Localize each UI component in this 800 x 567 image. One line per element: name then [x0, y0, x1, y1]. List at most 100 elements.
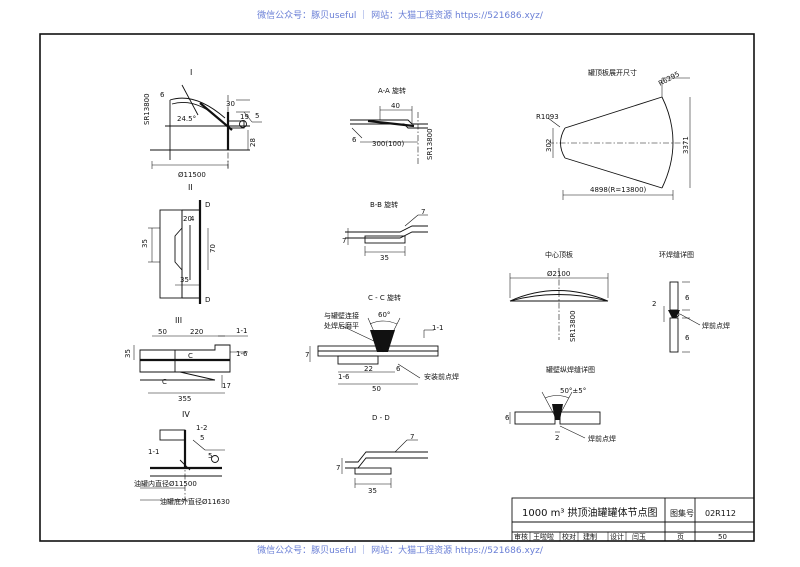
title-block: 1000 m³ 拱顶油罐罐体节点图 图集号 02R112 审核 王啦啦 校对 建…	[511, 497, 755, 542]
atlas-label: 图集号	[670, 508, 694, 518]
detail-III-cut-c2: C	[162, 378, 167, 386]
detail-III-label: III	[175, 316, 182, 325]
design-signature: 闫玉	[632, 533, 646, 541]
page-value: 50	[718, 533, 727, 541]
detail-III-dim-right: 17	[222, 382, 231, 390]
section-BB-weld: 7	[421, 208, 425, 216]
page-label: 页	[677, 533, 684, 541]
watermark-bottom: 微信公众号：豚贝useful ｜ 网站：大猫工程资源 https://52168…	[257, 546, 543, 556]
watermark-top: 微信公众号：豚贝useful ｜ 网站：大猫工程资源 https://52168…	[257, 11, 543, 21]
section-AA-radius: SR13800	[426, 128, 434, 160]
detail-IV-weld-a: 5	[200, 434, 204, 442]
detail-IV: IV 1-2 1-1 5 5 油罐内直径Ø11500 油罐底外直径Ø11630	[134, 410, 230, 506]
section-AA-dim-40: 40	[391, 102, 400, 110]
section-CC-ref: 1-1	[432, 324, 443, 332]
ring-weld-detail: 环焊缝详图 6 2 6 焊前点焊	[652, 250, 730, 353]
sheet-frame	[39, 33, 755, 542]
section-CC: C - C 旋转 60° 1-1 与罐壁连接 处焊后磨平 7 1-6 22 6 …	[305, 293, 459, 393]
detail-I-diameter: Ø11500	[178, 171, 206, 179]
section-DD-dim-35: 35	[368, 487, 377, 495]
top-plate-r-outer: R6295	[657, 70, 681, 88]
title-block-title: 1000 m³ 拱顶油罐罐体节点图	[522, 506, 658, 519]
section-DD-weld: 7	[410, 433, 414, 441]
wall-weld-detail: 罐壁纵焊缝详图 50°±5° 6 2 焊前点焊	[505, 365, 616, 443]
check-label: 校对	[562, 532, 576, 541]
section-CC-dim-7: 7	[305, 351, 309, 359]
top-plate-title: 罐顶板展开尺寸	[588, 68, 637, 77]
section-CC-note1: 与罐壁连接	[324, 311, 359, 320]
wall-weld-angle: 50°±5°	[560, 387, 586, 395]
center-plate-title: 中心顶板	[545, 250, 573, 259]
top-plate-dim-302: 302	[545, 139, 553, 152]
section-CC-dim-6: 6	[396, 365, 401, 373]
wall-weld-note: 焊前点焊	[588, 434, 616, 443]
section-DD-title: D - D	[372, 414, 390, 422]
center-plate-radius: SR13800	[569, 310, 577, 342]
section-AA: A-A 旋转 40 6 300(100) SR13800	[350, 86, 434, 165]
section-AA-weld: 6	[352, 136, 357, 144]
detail-III-dim-left: 35	[124, 349, 132, 358]
check-signature: 建制	[583, 532, 597, 541]
wall-weld-dim-6: 6	[505, 414, 510, 422]
wall-weld-dim-2: 2	[555, 434, 559, 442]
section-BB-title: B-B 旋转	[370, 200, 398, 209]
section-BB: B-B 旋转 7 7 35	[342, 200, 428, 262]
section-DD: D - D 7 7 35	[336, 414, 428, 495]
section-AA-dim-300: 300(100)	[372, 140, 404, 148]
detail-III-cut-c1: C	[188, 352, 193, 360]
detail-II-dim-bottom: 35	[180, 276, 189, 284]
center-plate: 中心顶板 Ø2100 SR13800	[509, 250, 609, 342]
detail-I-angle: 24.5°	[177, 115, 196, 123]
detail-IV-label: IV	[182, 410, 190, 419]
top-plate-dim-bottom: 4898(R=13800)	[590, 186, 647, 194]
ring-weld-dim-2: 2	[652, 300, 656, 308]
section-CC-dim-16: 1-6	[338, 373, 350, 381]
section-CC-angle: 60°	[378, 311, 390, 319]
detail-III-ref-2: 1-6	[236, 350, 248, 358]
detail-II-dim-a: 20	[183, 215, 192, 223]
section-BB-dim-35: 35	[380, 254, 389, 262]
detail-IV-ref-12: 1-2	[196, 424, 207, 432]
detail-IV-note-outer: 油罐底外直径Ø11630	[160, 497, 230, 506]
detail-II-dim-right: 70	[209, 244, 217, 253]
section-DD-dim-thk: 7	[336, 464, 340, 472]
section-CC-dim-50: 50	[372, 385, 381, 393]
ring-weld-note: 焊前点焊	[702, 321, 730, 330]
top-plate-dim-337: 3371	[682, 136, 690, 154]
section-CC-note3: 安装前点焊	[424, 372, 459, 381]
wall-weld-title: 罐壁纵焊缝详图	[546, 365, 595, 374]
detail-II-cut-top: D	[205, 201, 210, 209]
detail-II-label: II	[188, 183, 193, 192]
ring-weld-dim-6a: 6	[685, 294, 690, 302]
detail-I-radius: SR13800	[143, 93, 151, 125]
detail-III-dim-50: 50	[158, 328, 167, 336]
detail-II: II D D 20 4 35 70 35	[141, 183, 217, 304]
atlas-value: 02R112	[705, 509, 736, 518]
ring-weld-title: 环焊缝详图	[659, 250, 694, 259]
review-signature: 王啦啦	[533, 532, 554, 541]
section-AA-title: A-A 旋转	[378, 86, 406, 95]
detail-II-cut-bottom: D	[205, 296, 210, 304]
top-plate-layout: 罐顶板展开尺寸 R6295 R1093 302 3371 4898(R=1380…	[536, 68, 691, 200]
detail-I-dim-a: 30	[226, 100, 235, 108]
detail-I-dim-side: 6	[160, 91, 165, 99]
ring-weld-dim-6b: 6	[685, 334, 690, 342]
detail-III-dim-355: 355	[178, 395, 191, 403]
design-label: 设计	[610, 532, 624, 541]
detail-I: I SR13800 6 24.5° 30 19 5 28 Ø11500	[143, 68, 262, 179]
section-CC-note2: 处焊后磨平	[324, 321, 359, 330]
detail-II-dim-b: 4	[190, 215, 195, 223]
detail-II-dim-side: 35	[141, 239, 149, 248]
detail-III-dim-220: 220	[190, 328, 203, 336]
detail-IV-ref-11: 1-1	[148, 448, 159, 456]
top-plate-r-inner: R1093	[536, 113, 559, 121]
detail-I-dim-b: 19	[240, 113, 249, 121]
detail-IV-weld-b: 5	[208, 452, 212, 460]
detail-I-weld: 5	[255, 112, 259, 120]
detail-I-dim-right: 28	[249, 138, 257, 147]
section-BB-dim-thk: 7	[342, 237, 346, 245]
detail-I-label: I	[190, 68, 192, 77]
review-label: 审核	[514, 532, 528, 541]
section-CC-title: C - C 旋转	[368, 293, 401, 302]
